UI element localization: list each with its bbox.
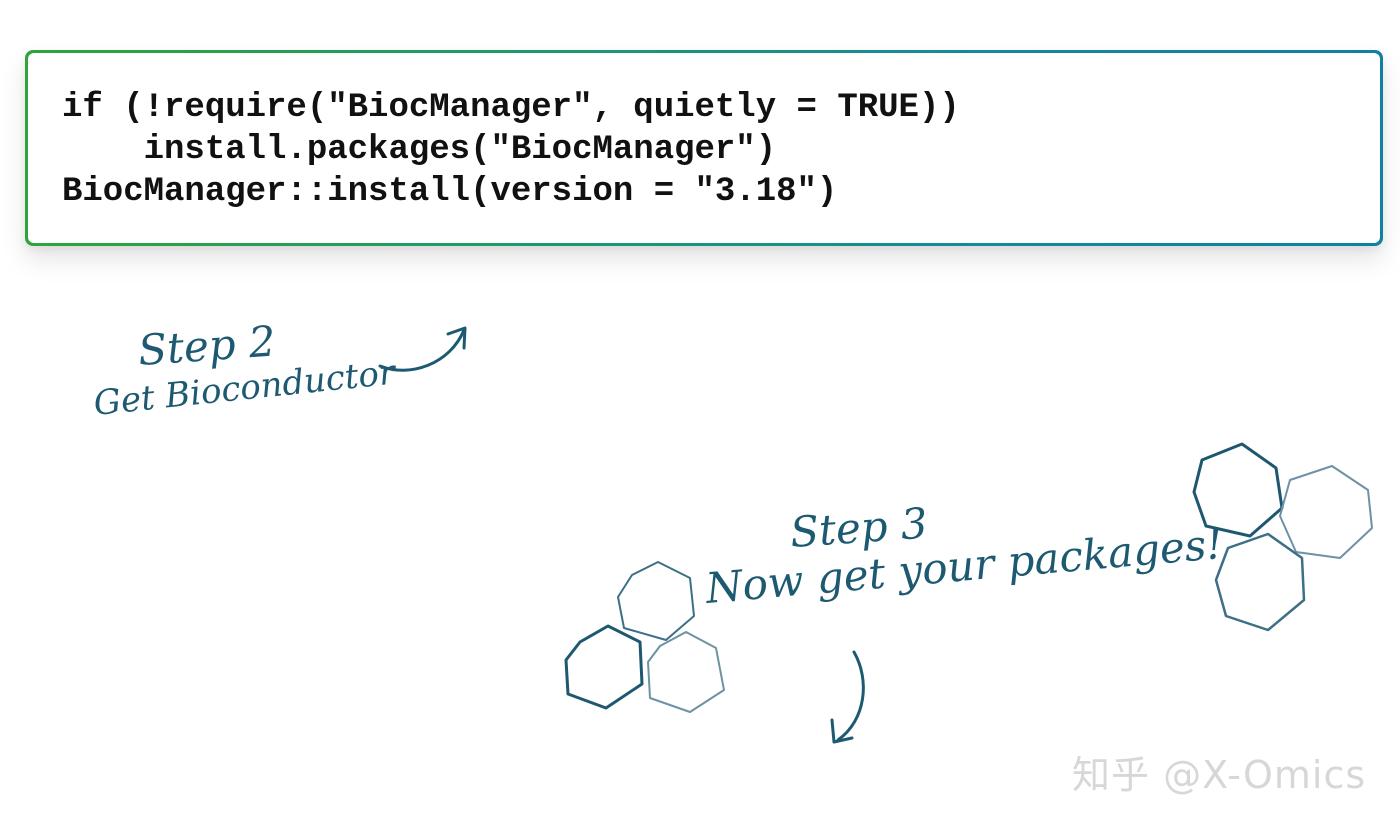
hexagon-icon: [1214, 532, 1306, 632]
hexagon-icon: [564, 624, 644, 710]
code-line-1: if (!require("BiocManager", quietly = TR…: [62, 89, 960, 127]
curved-arrow-down-icon: [830, 650, 865, 744]
hexagon-cluster-left-icon: [564, 561, 725, 713]
step3-subtitle: Now get your packages!: [703, 518, 1225, 613]
code-block-body: if (!require("BiocManager", quietly = TR…: [28, 53, 1380, 243]
code-line-3: BiocManager::install(version = "3.18"): [62, 173, 838, 211]
hexagon-icon: [1279, 465, 1373, 559]
hexagon-icon: [617, 561, 695, 641]
watermark: 知乎 @X-Omics: [1072, 753, 1367, 797]
code-block: if (!require("BiocManager", quietly = TR…: [25, 50, 1383, 246]
hexagon-icon: [647, 631, 725, 713]
code-line-2: install.packages("BiocManager"): [62, 131, 777, 169]
